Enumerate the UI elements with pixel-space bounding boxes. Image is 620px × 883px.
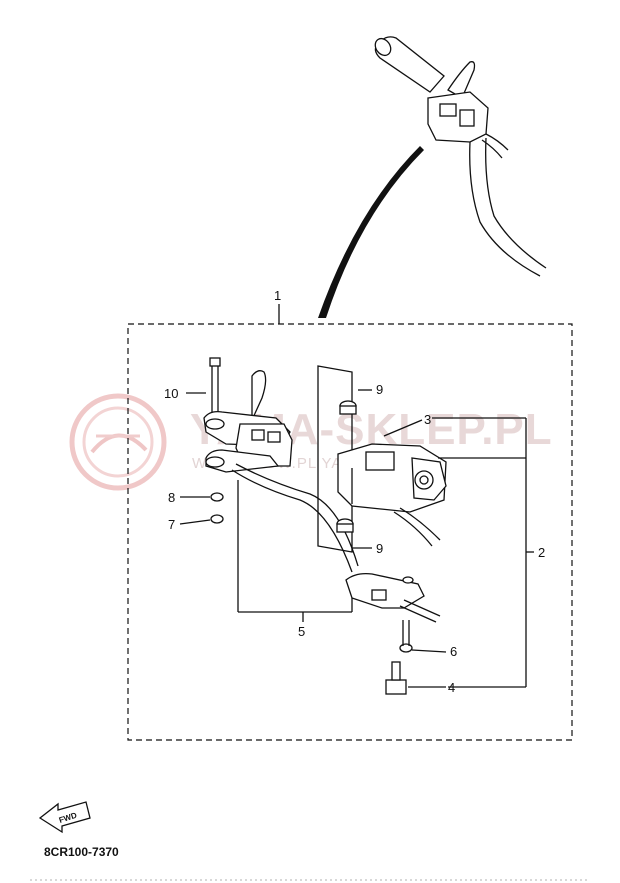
leader-arrow	[318, 146, 424, 318]
callout-9-lower: 9	[376, 541, 383, 556]
screw-9-upper-icon	[339, 400, 357, 415]
callout-5: 5	[298, 624, 305, 639]
assembly-boundary	[127, 323, 573, 741]
callout-4: 4	[448, 680, 455, 695]
callout-10: 10	[164, 386, 178, 401]
callout-8: 8	[168, 490, 175, 505]
mounting-plate-outline	[317, 365, 353, 553]
watermark: YAMA-SKLEP.PL WWW.SHOW.PL YAMAHA	[69, 393, 552, 491]
handlebar-illustration	[318, 36, 547, 318]
callout-3: 3	[424, 412, 431, 427]
screw-9-lower-icon	[336, 518, 354, 533]
washer-icon	[210, 492, 224, 502]
bracket-assembly	[345, 572, 441, 623]
callout-9-upper: 9	[376, 382, 383, 397]
lever-bracket-assembly	[203, 357, 359, 573]
lock-washer-icon	[210, 514, 224, 524]
diagram-code: 8CR100-7370	[44, 845, 119, 859]
callout-6: 6	[450, 644, 457, 659]
forward-direction-badge: FWD	[38, 801, 91, 834]
leader-lines	[179, 389, 534, 688]
screw-6-icon	[399, 620, 413, 653]
callout-7: 7	[168, 517, 175, 532]
watermark-logo-icon	[69, 393, 167, 491]
bolt-4-icon	[385, 661, 407, 695]
callout-1: 1	[274, 288, 281, 303]
callout-2: 2	[538, 545, 545, 560]
main-switch-assembly	[337, 443, 447, 547]
